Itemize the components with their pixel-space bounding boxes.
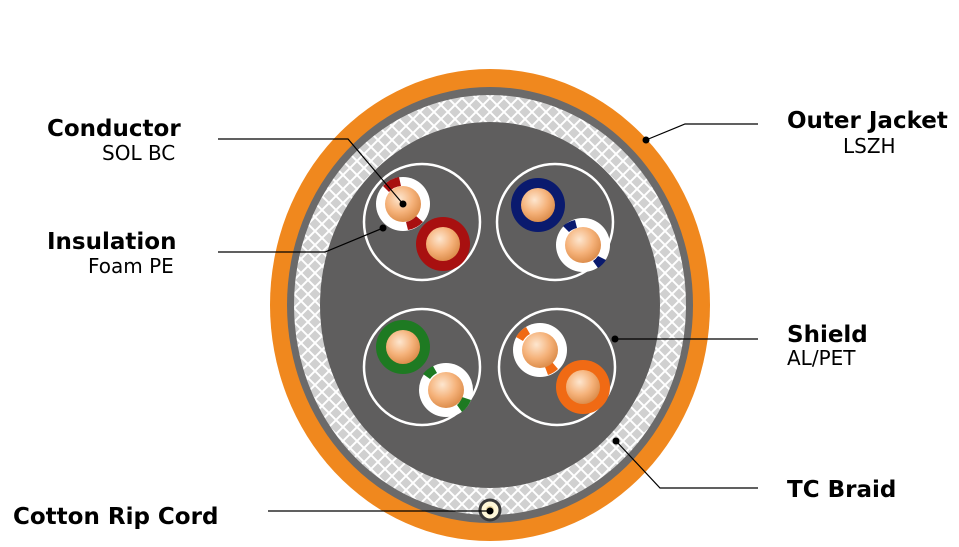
leader-dots — [379, 136, 650, 515]
braid-label: TC Braid — [787, 477, 897, 503]
pair-4 — [497, 307, 617, 427]
outer-jacket-sub: LSZH — [843, 134, 896, 158]
outer-jacket-label: Outer Jacket — [787, 108, 948, 134]
pair-3 — [362, 307, 482, 427]
rip-cord-label: Cotton Rip Cord — [13, 504, 219, 530]
pair-1 — [362, 162, 482, 282]
insulation-label: Insulation — [47, 229, 177, 255]
shield-label: Shield — [787, 322, 868, 348]
pair-2 — [495, 162, 615, 282]
leader-lines — [218, 123, 758, 512]
core — [320, 122, 660, 488]
conductor-label: Conductor — [47, 116, 181, 142]
insulation-sub: Foam PE — [88, 254, 174, 278]
conductor-sub: SOL BC — [102, 141, 176, 165]
shield-sub: AL/PET — [787, 346, 856, 370]
